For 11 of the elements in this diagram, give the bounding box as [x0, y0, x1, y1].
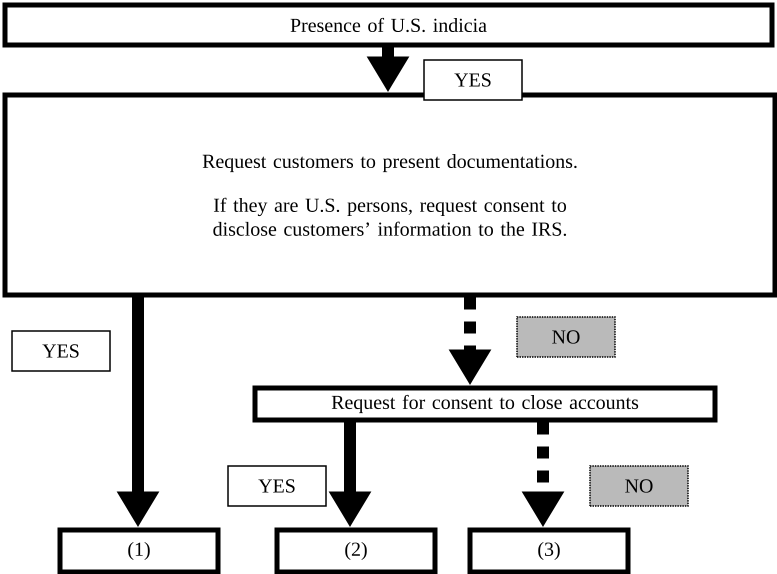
outcome-box: (1)	[58, 528, 220, 574]
outcome-box: (2)	[274, 528, 438, 574]
process-box: Request customers to present documentations. If they are U.S. persons, request consent to disclose customers’ information to the IRS.	[2, 92, 777, 298]
edge-label: YES	[11, 330, 111, 372]
edge-label: YES	[423, 59, 523, 101]
edge-label: NO	[589, 465, 689, 507]
edge-label: NO	[516, 316, 616, 358]
process-box: Presence of U.S. indicia	[2, 2, 774, 48]
process-box: Request for consent to close accounts	[252, 386, 718, 422]
edge-label: YES	[227, 465, 327, 507]
outcome-box: (3)	[468, 528, 630, 574]
